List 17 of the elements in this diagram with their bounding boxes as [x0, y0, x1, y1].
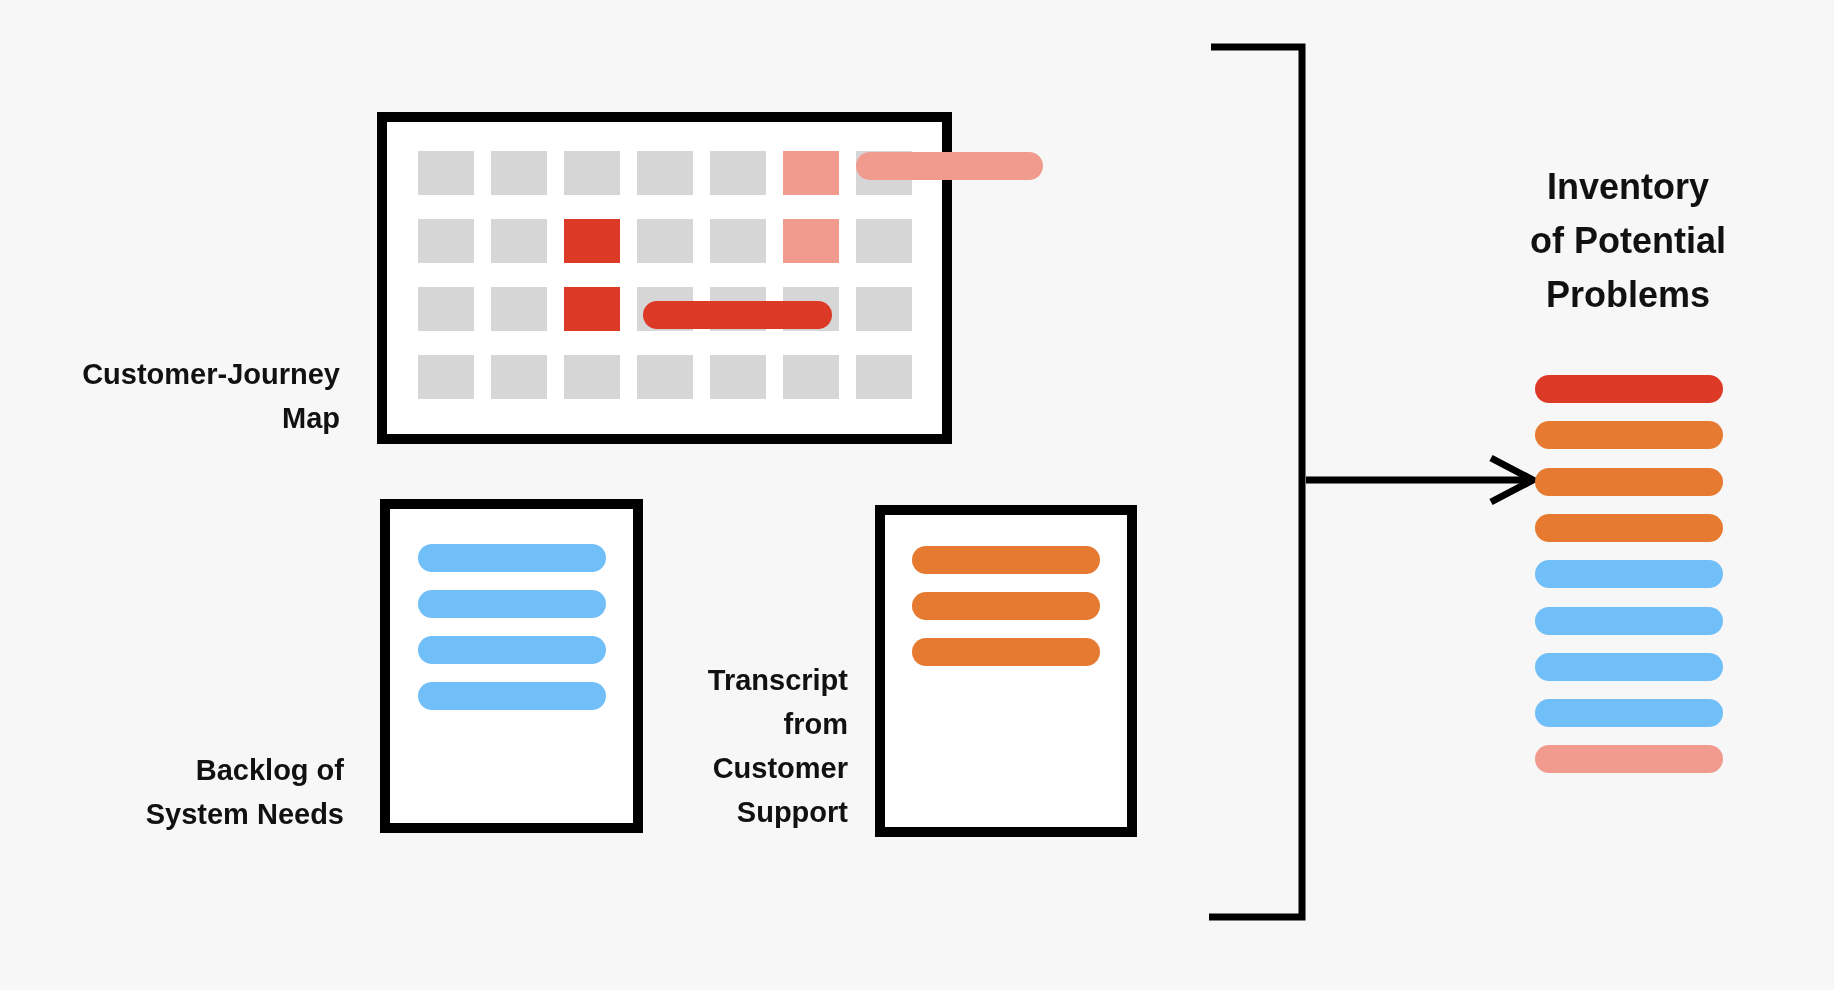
- card-caption: Transcript from Customer Support: [706, 663, 848, 830]
- highlight-bar: [418, 682, 606, 710]
- highlight-bar: [418, 636, 606, 664]
- document-card: [377, 112, 952, 444]
- heading: Inventory of Potential Problems: [1529, 165, 1727, 317]
- highlight-bar: [912, 638, 1100, 666]
- highlight-bar: [418, 544, 606, 572]
- problem-list-drawing: [1535, 375, 1723, 773]
- card-caption: Customer-Journey Map: [81, 357, 340, 436]
- highlight-bar: [856, 152, 1043, 180]
- card-caption: Backlog of System Needs: [144, 753, 344, 832]
- document-card: [875, 505, 1137, 837]
- highlight-bar: [912, 546, 1100, 574]
- highlight-bar: [643, 301, 832, 329]
- document-card: [380, 499, 643, 833]
- highlight-bar: [418, 590, 606, 618]
- highlight-bar: [912, 592, 1100, 620]
